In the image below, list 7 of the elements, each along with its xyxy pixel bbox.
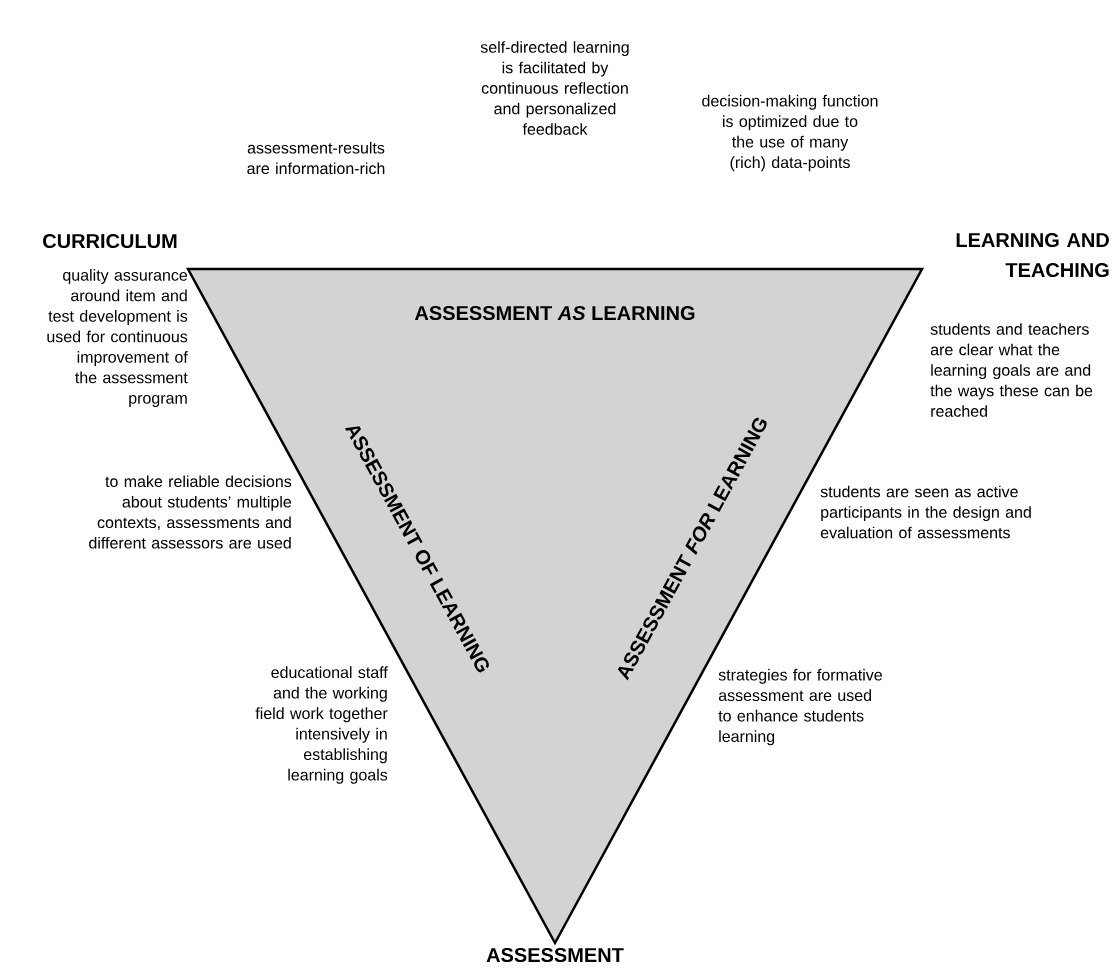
annotation-text: decision-making function is optimized due to the use of many (rich) data-points: [702, 94, 878, 172]
annotation-text: educational staff and the working field work together intensively in establishing learning goals: [255, 666, 388, 784]
annotation-text: self-directed learning is facilitated by continuous reflection and personalized feedback: [480, 41, 629, 135]
corner-heading: LEARNING AND TEACHING: [956, 232, 1109, 278]
annotation-text: assessment-results are information-rich: [247, 141, 385, 175]
corner-heading: CURRICULUM: [43, 233, 177, 249]
annotation-text: strategies for formative assessment are used to enhance students learning: [718, 668, 882, 746]
